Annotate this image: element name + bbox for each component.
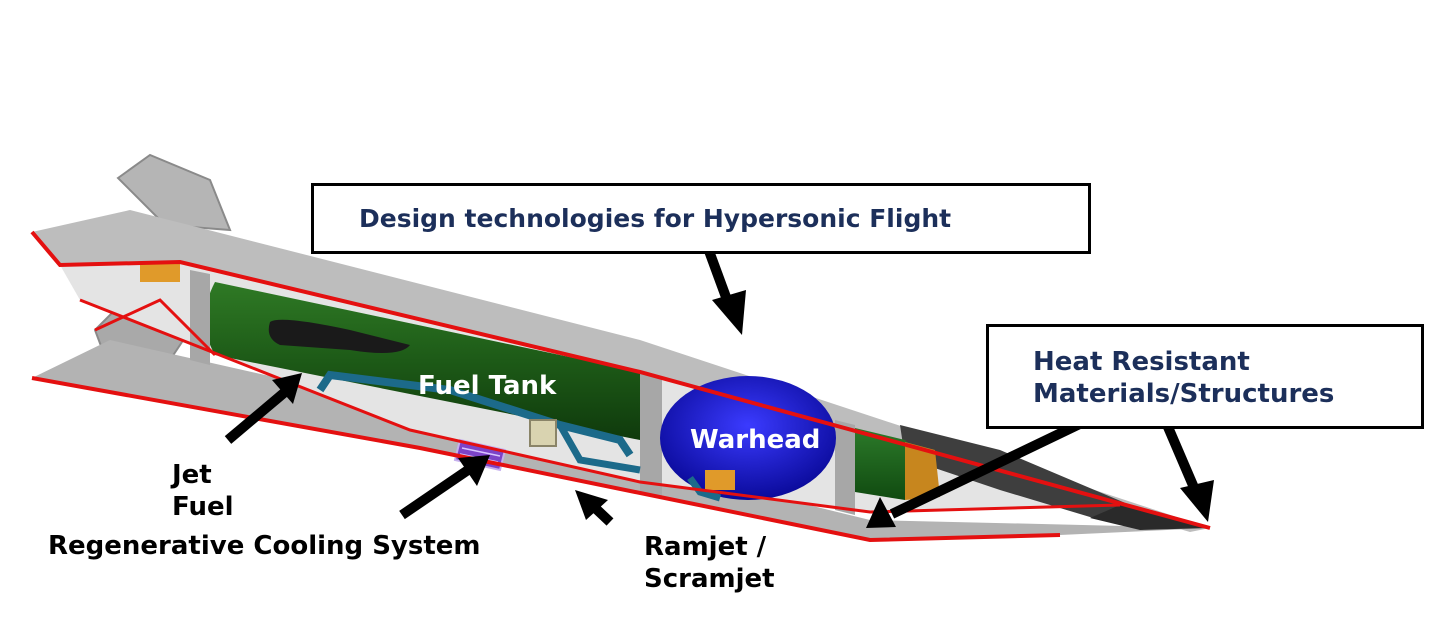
rear-orange-part: [140, 262, 180, 282]
arrow-heat-resistant-2: [1180, 480, 1214, 522]
design-tech-label: Design technologies for Hypersonic Fligh…: [359, 204, 952, 233]
fuel-tank-vent: [268, 319, 410, 354]
rear-bulkhead: [190, 270, 210, 365]
red-edge-fin: [94, 298, 217, 357]
red-edge-top: [30, 230, 1211, 530]
red-edge-bottom: [31, 376, 1061, 543]
ramjet-label-line2: Scramjet: [644, 564, 775, 594]
forward-orange-ring: [905, 442, 940, 500]
fuel-valve: [529, 419, 557, 447]
arrow-regen-cooling: [458, 455, 490, 486]
red-edge-lower-inner: [79, 298, 1121, 514]
fuel-tank-label: Fuel Tank: [418, 371, 557, 401]
ramjet-label-line1: Ramjet /: [644, 532, 767, 562]
fuel-tank-shape: [205, 282, 640, 440]
regen-cooling-label: Regenerative Cooling System: [48, 531, 481, 561]
heat-resistant-label-line2: Materials/Structures: [1033, 379, 1335, 409]
lower-orange-part: [705, 470, 735, 490]
jet-fuel-label-line1: Jet: [172, 460, 212, 490]
warhead-shape: [660, 376, 836, 500]
design-tech-box: Design technologies for Hypersonic Fligh…: [311, 183, 1091, 254]
fuel-pipe-2: [556, 423, 641, 474]
nose-tip: [1090, 505, 1210, 530]
fuel-pipe-3: [687, 475, 722, 502]
bulkhead-2: [835, 420, 855, 515]
jet-fuel-label-line2: Fuel: [172, 492, 234, 522]
arrow-ramjet: [575, 490, 608, 520]
warhead-label: Warhead: [690, 425, 821, 455]
arrow-design-tech: [712, 290, 746, 335]
heat-resistant-label-line1: Heat Resistant: [1033, 347, 1250, 377]
arrow-jet-fuel: [272, 373, 302, 404]
heat-resistant-box: Heat Resistant Materials/Structures: [986, 324, 1424, 429]
arrow-heat-resistant-1: [866, 497, 896, 528]
bulkhead-1: [640, 372, 662, 497]
forward-section: [855, 428, 918, 500]
nose-dark-section: [900, 425, 1210, 528]
fuel-pipe: [316, 370, 634, 458]
